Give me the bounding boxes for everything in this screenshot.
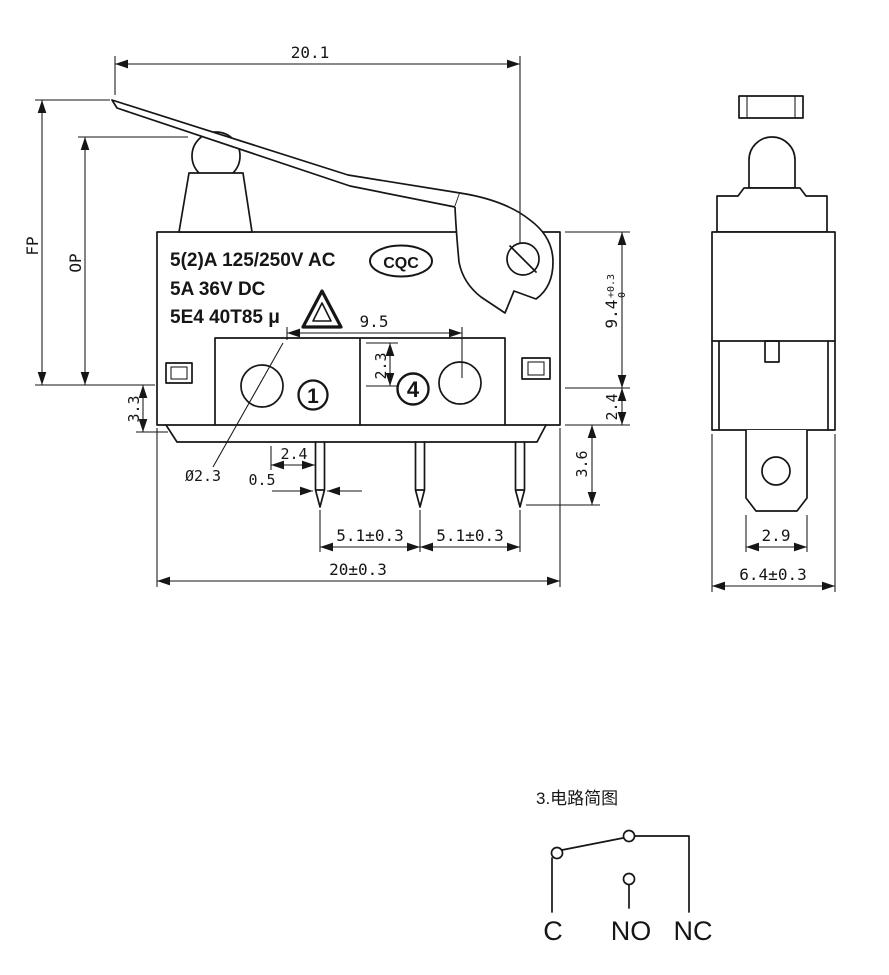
plunger-base [178,172,253,233]
terminal-pin-1 [314,441,326,508]
front-view: 1 4 5(2)A 125/250V AC 5A 36V DC 5E4 40T8… [23,43,630,587]
terminal-number-1: 1 [297,379,329,411]
dim-hole-span-text: 9.5 [360,312,389,331]
dim-pin-inset: 2.4 [270,445,315,470]
terminal-pin-3 [514,441,526,508]
side-body-outline [711,231,836,431]
cqc-label: CQC [383,255,419,272]
dim-fp-text: FP [23,236,42,255]
rating-code-text: 5E4 40T85 μ [170,307,280,328]
dim-pin-thickness-text: 0.5 [248,471,275,489]
dim-bottom-step: 3.3 [125,385,168,433]
dim-pin-pitch-right: 5.1±0.3 [420,510,521,552]
inner-base-block [214,337,506,426]
terminal-number-4: 4 [396,372,430,406]
circuit-lever-contact [622,829,636,843]
dim-pin-pitch-right-text: 5.1±0.3 [436,526,503,545]
circuit-diagram: 3.电路简图 C NO NC [536,789,713,946]
dim-hole-offset-text: 2.3 [372,352,390,379]
lever [111,99,554,314]
circuit-pivot-contact [550,846,564,860]
left-mounting-hole [240,364,284,408]
dim-hole-span: 9.5 [286,312,463,378]
dim-body-height: 9.4 +0.3 0 [565,231,630,389]
circuit-caption: 3.电路简图 [536,789,618,808]
dim-body-height-tol-upper: +0.3 [606,274,617,298]
dim-op-text: OP [66,253,85,272]
side-view: 2.9 6.4±0.3 [711,95,836,592]
dim-pin-inset-text: 2.4 [280,445,307,463]
dim-hole-diameter: Ø2.3 [185,342,284,485]
circuit-terminal-no-label: NO [611,916,652,946]
plunger [178,131,253,233]
dim-bottom-step-text: 3.3 [125,395,143,422]
dim-body-height-text: 9.4 [602,300,621,329]
dim-pin-exposed: 3.6 [526,425,600,506]
hinge-screw-slot [509,245,537,273]
dim-overall-depth: 6.4±0.3 [711,434,836,592]
dim-base-lip-text: 2.4 [603,393,621,420]
dim-hole-offset: 2.3 [366,342,398,387]
dim-tab-width-text: 2.9 [762,526,791,545]
terminal-pins [314,441,526,508]
dim-pin-thickness: 0.5 [248,471,362,496]
circuit-wires [550,829,690,913]
dim-pin-exposed-text: 3.6 [573,450,591,477]
dim-hole-diameter-text: Ø2.3 [185,467,221,485]
terminal-4-label: 4 [407,377,420,402]
circuit-terminal-c-label: C [543,916,563,946]
circuit-no-contact [622,872,636,886]
cqc-mark: CQC [369,244,433,278]
side-tab-hole [761,456,791,486]
ratings-text: 5(2)A 125/250V AC 5A 36V DC 5E4 40T85 μ [170,250,336,328]
dim-pin-pitch-left: 5.1±0.3 [319,510,421,552]
dim-body-height-tol-lower: 0 [617,292,628,298]
side-body-details [711,340,836,431]
dim-overall-width: 20±0.3 [156,428,561,587]
right-mount-tab [521,357,551,380]
dim-overall-depth-text: 6.4±0.3 [739,565,806,584]
triangle-mark [301,289,343,329]
dim-base-lip: 2.4 [565,388,630,426]
side-plunger-dome [748,136,796,189]
dim-overall-width-text: 20±0.3 [329,560,387,579]
bottom-band [165,424,547,443]
lever-arm [111,99,461,208]
dim-pin-pitch-left-text: 5.1±0.3 [336,526,403,545]
rating-dc-text: 5A 36V DC [170,279,266,300]
lever-hinge-clamp [454,192,554,314]
dim-lever-length: 20.1 [114,43,521,243]
side-bushing [716,187,828,233]
dim-tab-width: 2.9 [745,515,808,552]
terminal-pin-2 [414,441,426,508]
rating-ac-text: 5(2)A 125/250V AC [170,250,336,271]
right-mounting-hole [438,361,482,405]
left-mount-tab [165,362,193,384]
dim-lever-length-text: 20.1 [291,43,330,62]
dim-operating-position: OP [66,136,188,385]
circuit-lever [561,837,624,851]
dim-free-position: FP [23,99,155,386]
circuit-terminal-nc-label: NC [674,916,713,946]
terminal-1-label: 1 [307,385,319,408]
side-lever-plate [738,95,804,119]
